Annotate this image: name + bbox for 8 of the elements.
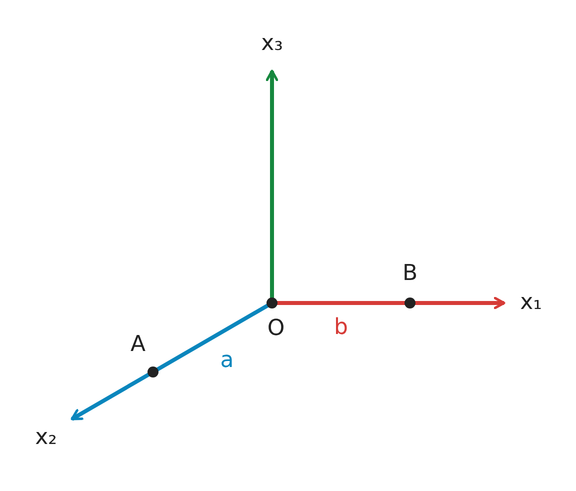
point-label: B [402, 263, 418, 285]
segment-label: b [334, 317, 348, 339]
point-label: O [267, 318, 285, 340]
axis-label: x₁ [520, 292, 542, 314]
point-label: A [130, 334, 146, 356]
axis-label: x₂ [35, 427, 57, 449]
axis-label: x₃ [261, 33, 283, 55]
segment-label: a [220, 350, 234, 372]
